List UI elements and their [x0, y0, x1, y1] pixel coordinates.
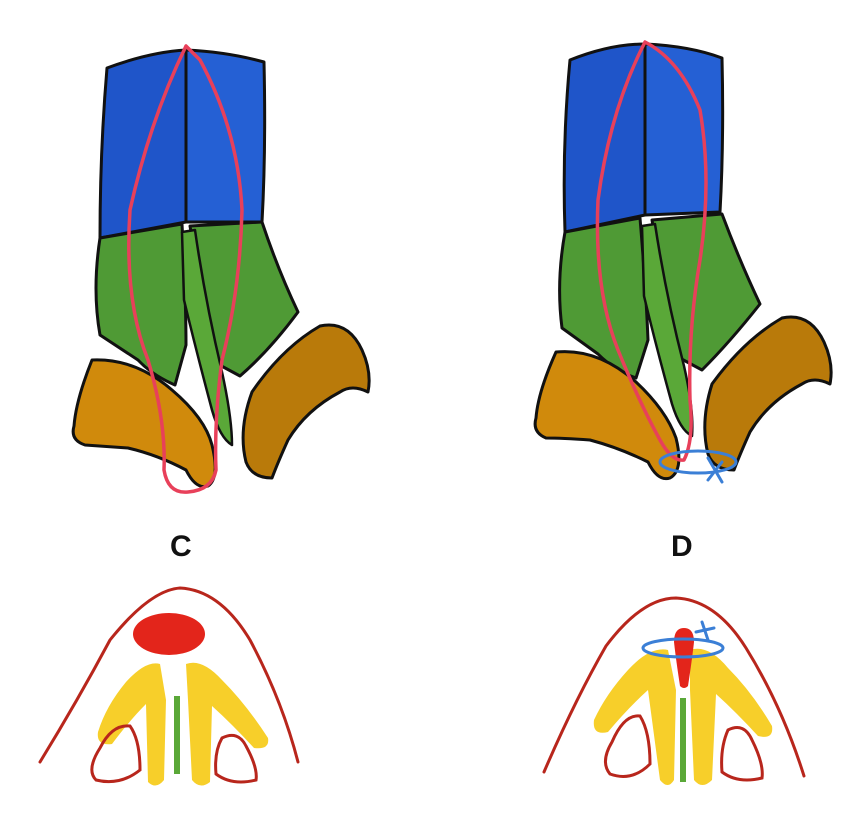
- panel-c-top-view: [71, 44, 371, 494]
- graft-outline-c: [127, 44, 244, 494]
- nasal-bone-right-d: [643, 42, 725, 217]
- panel-label-d: D: [671, 530, 693, 563]
- nostril-left-d: [604, 714, 652, 778]
- nostril-right-d: [720, 726, 764, 782]
- crus-yellow-left-d: [593, 649, 676, 785]
- crus-yellow-left-c: [97, 663, 166, 786]
- graft-outline-d: [595, 40, 708, 462]
- nostril-right-c: [214, 733, 258, 784]
- crus-yellow-right-c: [186, 662, 269, 786]
- lower-lateral-cartilage-right-d: [703, 315, 833, 472]
- graft-red-oval-c: [133, 613, 205, 655]
- septum-green-d: [680, 698, 686, 782]
- skin-outline-d: [542, 596, 806, 778]
- suture-knot-d: [706, 456, 724, 484]
- suture-loop-d: [658, 449, 738, 475]
- nasal-bone-right-c: [184, 48, 267, 224]
- panel-c-basal-view: [38, 586, 300, 786]
- lower-lateral-cartilage-left-c: [71, 358, 217, 489]
- septum-green-c: [174, 696, 180, 774]
- suture-knot-basal-d: [694, 620, 716, 642]
- crus-yellow-right-d: [690, 648, 773, 785]
- suture-loop-basal-d: [641, 637, 725, 659]
- nostril-left-c: [90, 724, 142, 784]
- panel-d-top-view: [533, 40, 833, 484]
- skin-outline-c: [38, 586, 300, 764]
- lower-lateral-cartilage-right-c: [241, 323, 371, 480]
- panel-d-basal-view: [542, 596, 806, 785]
- panel-label-c: C: [170, 530, 192, 563]
- lower-lateral-cartilage-left-d: [533, 350, 681, 481]
